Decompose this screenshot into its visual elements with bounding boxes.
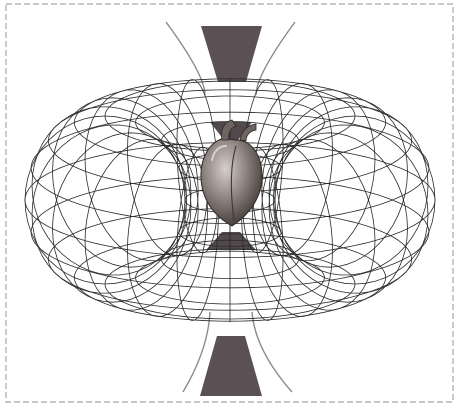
- torus-meridian: [253, 144, 333, 316]
- torus-meridian: [128, 144, 208, 316]
- axis-column-top: [201, 26, 262, 82]
- torus-meridian: [253, 84, 333, 256]
- field-arc-lower-right: [252, 312, 292, 392]
- torus-meridian: [128, 84, 208, 256]
- axis-column-bottom: [200, 336, 262, 396]
- field-arc-upper-right: [256, 22, 295, 95]
- torus-meridian: [25, 116, 185, 284]
- torus-meridian: [275, 116, 435, 284]
